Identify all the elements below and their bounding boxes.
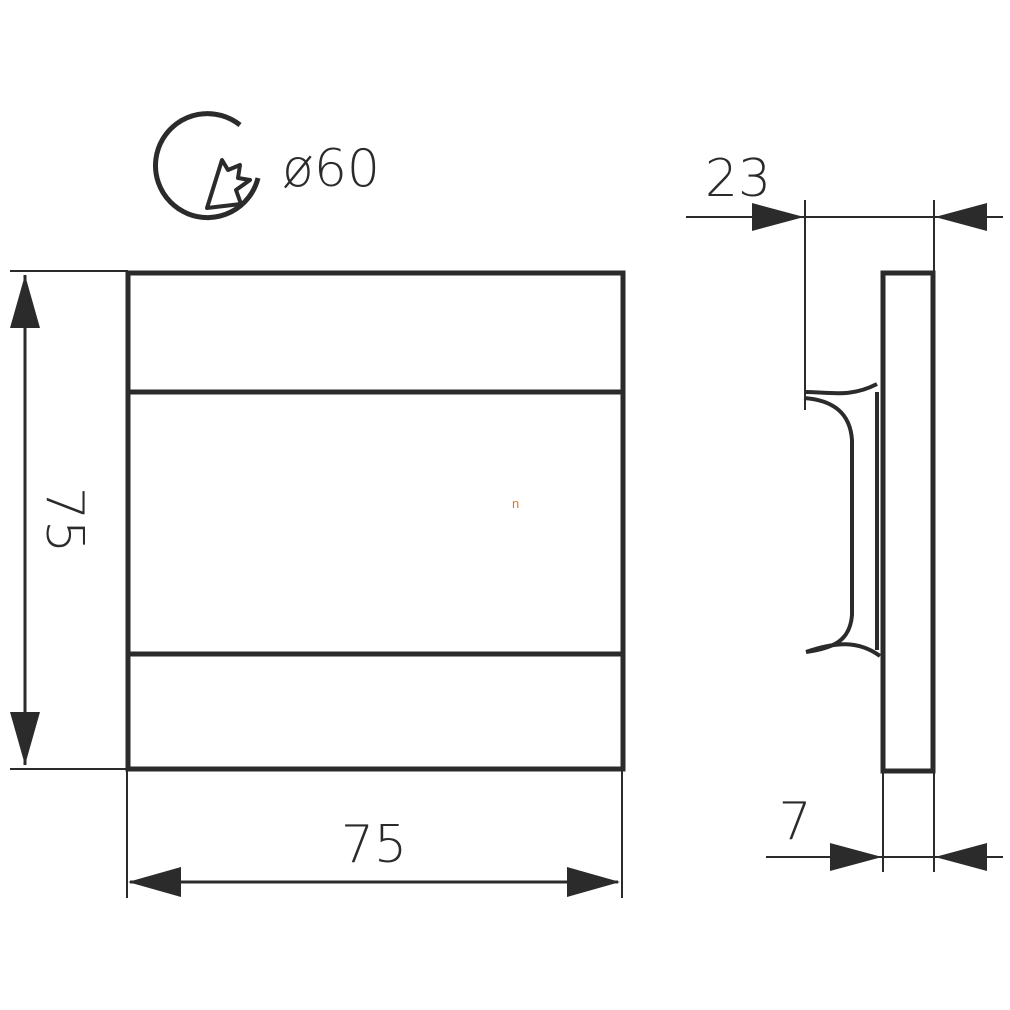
width-dimension [126,740,623,898]
arrow-right-icon [830,843,882,871]
hole-diameter-label: ø60 [282,139,380,199]
height-label: 75 [34,487,94,553]
width-label: 75 [341,815,407,875]
depth-label: 23 [705,149,771,209]
watermark: n [512,496,519,511]
arrow-down-icon [10,712,40,765]
drill-hole-icon [153,111,261,221]
front-outline [125,270,626,772]
arrow-right-icon [567,867,620,897]
arrow-left-icon [935,843,987,871]
front-view [125,270,626,772]
side-view [803,270,936,774]
plate-dimension [766,771,1003,872]
arrow-left-icon [128,867,181,897]
arrow-right-icon [752,203,804,231]
arrow-left-icon [935,203,987,231]
side-housing-profile [803,382,882,658]
depth-dimension [686,200,1003,410]
arrow-up-icon [10,275,40,328]
plate-label: 7 [778,792,811,852]
height-dimension [10,270,150,770]
side-plate [880,270,936,774]
